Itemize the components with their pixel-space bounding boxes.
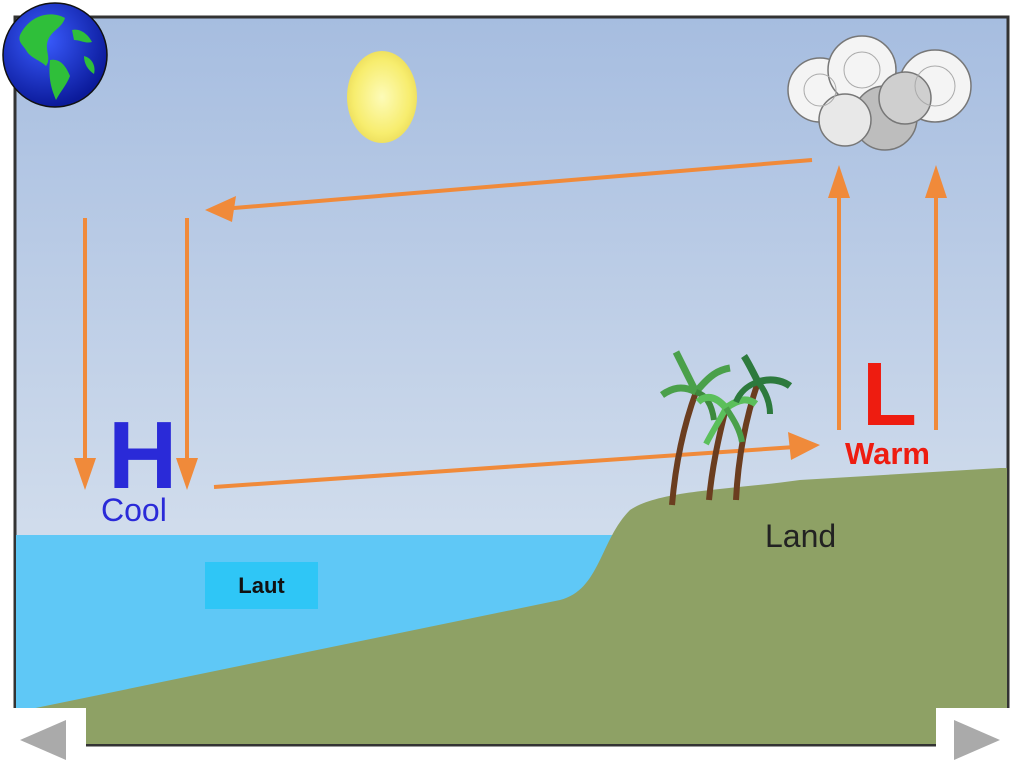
circulation-arrows: [74, 158, 947, 490]
arrow-sea-breeze: [213, 445, 796, 489]
previous-slide-button[interactable]: [0, 708, 86, 768]
frame-border: [13, 15, 1010, 747]
palm-tree-icon: [659, 350, 793, 506]
cloud-icon: [787, 35, 972, 151]
high-pressure-label: H: [108, 402, 178, 509]
land-label: Land: [765, 518, 837, 554]
arrow-upper-return: [209, 158, 813, 212]
triangle-left-icon: [20, 720, 66, 760]
sun-icon: [347, 51, 417, 143]
laut-label-box: Laut: [205, 562, 318, 609]
globe-icon: [2, 2, 108, 108]
low-pressure-label: L: [862, 345, 917, 445]
triangle-right-icon: [954, 720, 1000, 760]
laut-label: Laut: [238, 572, 285, 598]
land: [16, 468, 1007, 744]
cool-label: Cool: [101, 492, 167, 528]
warm-label: Warm: [845, 436, 930, 471]
next-slide-button[interactable]: [936, 708, 1022, 768]
